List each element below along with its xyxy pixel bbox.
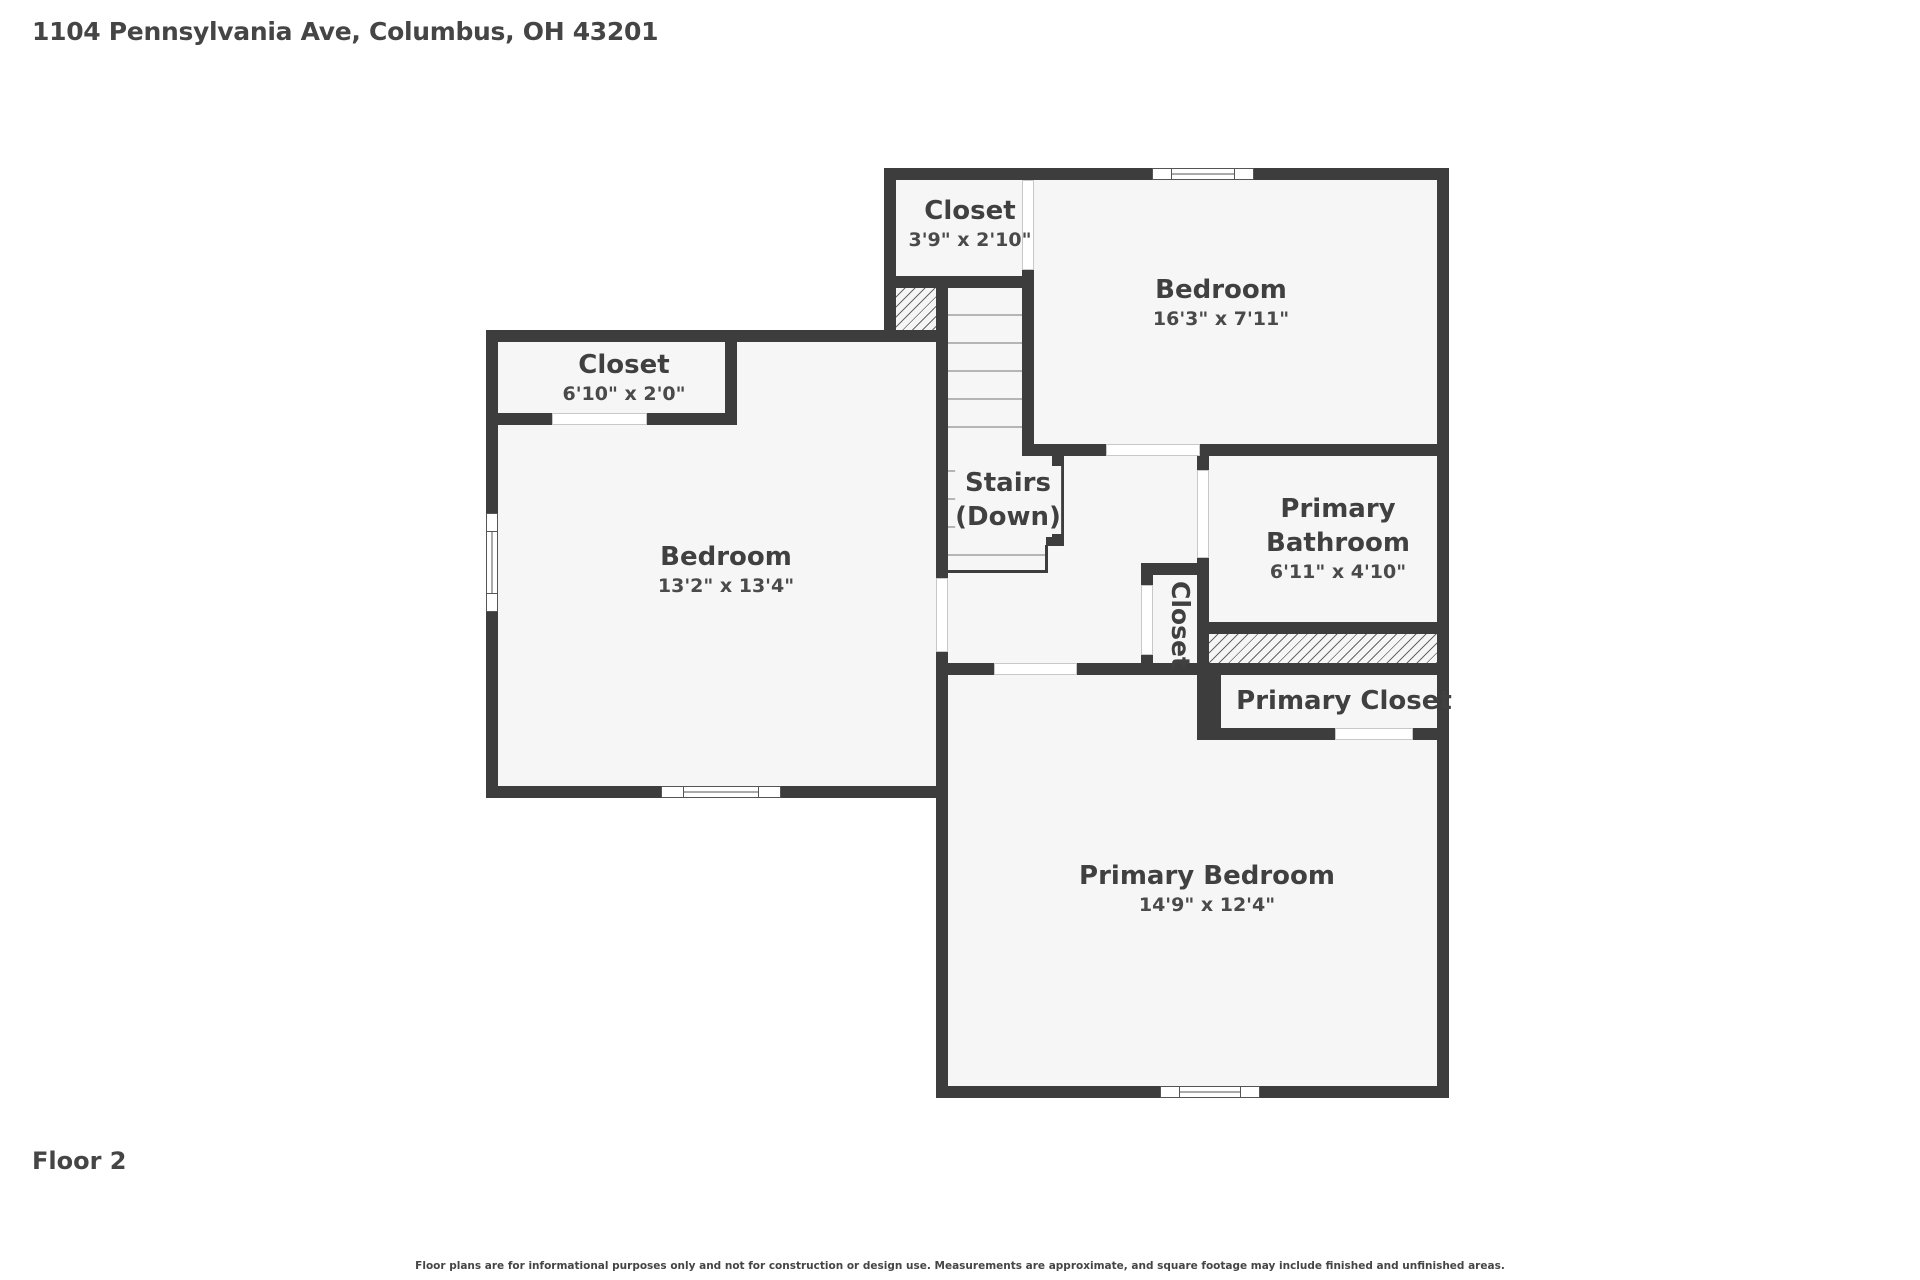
door-closet-top[interactable] [1022, 180, 1034, 270]
wall [884, 168, 896, 342]
window-primary-bedroom [1160, 1086, 1260, 1098]
room-dimensions: 13'2" x 13'4" [657, 575, 795, 597]
door-bedroom-top[interactable] [1106, 444, 1200, 456]
floor-label: Floor 2 [32, 1147, 127, 1175]
room-label-primary-bedroom: Primary Bedroom 14'9" x 12'4" [1079, 859, 1335, 917]
room-name: Closet [578, 350, 670, 380]
door-primary-bedroom[interactable] [994, 663, 1077, 675]
window-bedroom-left-bottom [661, 786, 781, 798]
door-primary-closet[interactable] [1335, 728, 1413, 740]
room-label-primary-bathroom: Primary Bathroom 6'11" x 4'10" [1266, 492, 1410, 584]
room-name-line2: Bathroom [1266, 528, 1410, 558]
window-bedroom-left-side [486, 513, 498, 612]
window-bedroom-top [1152, 168, 1254, 180]
room-dimensions: 6'11" x 4'10" [1269, 561, 1407, 583]
wall [1209, 728, 1449, 740]
room-label-bedroom-top: Bedroom 16'3" x 7'11" [1153, 273, 1289, 331]
door-closet-left[interactable] [552, 413, 647, 425]
property-address: 1104 Pennsylvania Ave, Columbus, OH 4320… [32, 17, 659, 46]
stair-tread [948, 426, 1034, 428]
room-dimensions: 3'9" x 2'10" [908, 229, 1032, 251]
stair-tread [948, 370, 1034, 372]
room-name: Primary Closet [1236, 686, 1452, 716]
wall [1022, 270, 1034, 456]
wall [1022, 444, 1449, 456]
hatched-area-top [896, 288, 936, 330]
disclaimer-text: Floor plans are for informational purpos… [415, 1260, 1505, 1272]
door-primary-bathroom[interactable] [1197, 470, 1209, 558]
stair-tread [948, 398, 1034, 400]
room-primary-bedroom [948, 675, 1437, 1086]
stair-bottom-edge [948, 570, 1048, 573]
wall [1197, 622, 1449, 634]
room-label-hall-closet: Closet [1166, 581, 1195, 669]
room-label-closet-top: Closet 3'9" x 2'10" [908, 194, 1031, 252]
room-bedroom-top [1034, 180, 1437, 444]
stair-tread [948, 314, 1034, 316]
wall [936, 276, 948, 578]
room-name: Primary Bedroom [1079, 861, 1335, 891]
room-label-bedroom-left: Bedroom 13'2" x 13'4" [658, 540, 794, 598]
room-primary-bathroom [1209, 456, 1437, 622]
room-closet-top [896, 180, 1023, 276]
wall [725, 330, 737, 425]
room-name: Bedroom [1155, 275, 1287, 305]
door-hall-closet[interactable] [1141, 585, 1153, 655]
room-dimensions: 6'10" x 2'0" [562, 383, 686, 405]
room-name: Closet [924, 196, 1016, 226]
wall [1141, 563, 1209, 575]
room-hall-closet [1153, 575, 1197, 663]
room-dimensions: 16'3" x 7'11" [1152, 308, 1290, 330]
stair-tread [948, 342, 1034, 344]
room-name-line2: (Down) [955, 500, 1061, 534]
room-label-closet-left: Closet 6'10" x 2'0" [562, 348, 685, 406]
room-name: Stairs [955, 466, 1061, 500]
wall [884, 276, 1034, 288]
wall [1046, 537, 1064, 546]
room-label-primary-closet: Primary Closet [1236, 684, 1452, 718]
wall [486, 330, 948, 342]
door-bedroom-left[interactable] [936, 578, 948, 652]
room-label-stairs: Stairs (Down) [955, 466, 1061, 534]
room-name: Bedroom [660, 542, 792, 572]
room-dimensions: 14'9" x 12'4" [1138, 894, 1276, 916]
wall [1209, 663, 1221, 740]
stair-side-edge [1045, 545, 1048, 573]
stair-tread [948, 554, 1046, 556]
hatched-area-right [1209, 634, 1437, 663]
wall [936, 652, 948, 1098]
room-name: Primary [1280, 494, 1396, 524]
